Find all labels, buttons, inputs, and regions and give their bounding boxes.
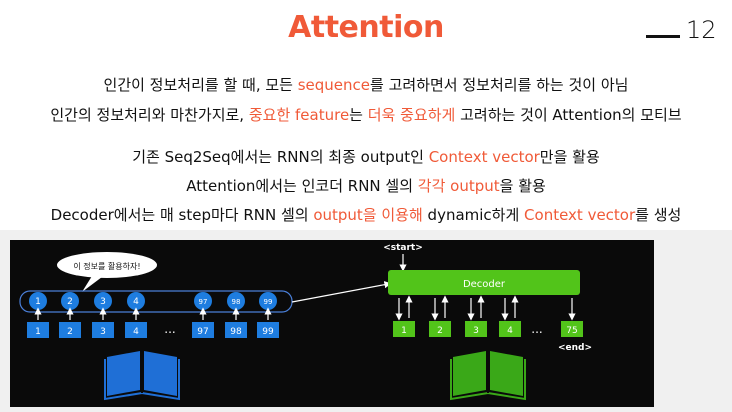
encoder-output-label: 2 — [67, 297, 73, 307]
body-text: 기존 Seq2Seq에서는 RNN의 최종 output인 — [132, 148, 429, 166]
decoder-block — [388, 270, 580, 295]
decoder-ellipsis: ... — [531, 322, 542, 336]
attention-diagram: 이 정보를 활용하자! 1 2 3 4 97 98 99 1 2 3 4 97 98 99 ... <s… — [10, 240, 654, 407]
text-line-3: 기존 Seq2Seq에서는 RNN의 최종 output인 Context ve… — [0, 146, 732, 167]
encoder-output-label: 97 — [199, 298, 208, 306]
encoder-input-label: 1 — [35, 327, 41, 337]
encoder-output-circle — [227, 292, 245, 310]
encoder-output-circle — [94, 292, 112, 310]
encoder-output-circle — [259, 292, 277, 310]
decoder-label: Decoder — [463, 279, 506, 290]
encoder-input-box — [59, 322, 81, 338]
decoder-output-label: 1 — [401, 326, 407, 336]
encoder-input-label: 3 — [100, 327, 106, 337]
encoder-input-label: 97 — [197, 327, 208, 337]
encoder-output-circle — [127, 292, 145, 310]
decoder-output-boxes: 1 2 3 4 75 — [393, 321, 583, 337]
start-token: <start> — [383, 243, 423, 253]
body-text: 고려하는 것이 Attention의 모티브 — [455, 106, 682, 124]
highlight-text: 중요한 feature — [248, 106, 350, 124]
attention-diagram-svg: 이 정보를 활용하자! 1 2 3 4 97 98 99 1 2 3 4 97 98 99 ... <s… — [19, 243, 592, 401]
highlight-text: sequence — [297, 76, 371, 94]
page-number-text: 12 — [686, 16, 717, 44]
body-text: 인간이 정보처리를 할 때, 모든 — [103, 76, 298, 94]
encoder-book-icon — [104, 350, 180, 401]
encoder-input-label: 98 — [230, 327, 242, 337]
encoder-input-boxes: 1 2 3 4 97 98 99 — [27, 322, 279, 338]
body-text: Decoder에서는 매 step마다 RNN 셀의 — [50, 206, 314, 224]
encoder-ellipsis: ... — [164, 322, 175, 336]
decoder-output-box — [561, 321, 583, 337]
body-text: 을 활용 — [499, 177, 546, 195]
end-token: <end> — [558, 343, 592, 353]
encoder-input-label: 2 — [67, 327, 73, 337]
highlight-text: Context vector — [428, 148, 540, 166]
encoder-input-box — [92, 322, 114, 338]
text-line-5: Decoder에서는 매 step마다 RNN 셀의 output을 이용해 d… — [0, 204, 732, 225]
body-text: 인간의 정보처리와 마찬가지로, — [50, 106, 249, 124]
page-number-bar — [646, 35, 680, 38]
encoder-arrows — [34, 307, 272, 320]
decoder-output-label: 2 — [437, 326, 443, 336]
highlight-text: Context vector — [524, 206, 636, 224]
decoder-output-label: 75 — [566, 326, 577, 336]
decoder-output-box — [499, 321, 521, 337]
encoder-output-label: 3 — [100, 297, 106, 307]
decoder-output-box — [465, 321, 487, 337]
body-text: dynamic하게 — [422, 206, 525, 224]
speech-bubble-text: 이 정보를 활용하자! — [73, 261, 140, 271]
body-text: 를 생성 — [635, 206, 682, 224]
encoder-output-circle — [61, 292, 79, 310]
highlight-text: output을 이용해 — [313, 206, 423, 224]
decoder-output-label: 4 — [507, 326, 513, 336]
encoder-input-box — [192, 322, 214, 338]
speech-bubble: 이 정보를 활용하자! — [57, 252, 157, 292]
decoder-book-icon — [450, 350, 526, 401]
highlight-text: 각각 output — [417, 177, 500, 195]
encoder-output-label: 4 — [133, 297, 139, 307]
encoder-output-circles: 1 2 3 4 97 98 99 — [29, 292, 277, 310]
encoder-input-box — [125, 322, 147, 338]
encoder-output-label: 98 — [232, 298, 241, 306]
body-text: Attention에서는 인코더 RNN 셀의 — [186, 177, 418, 195]
text-line-4: Attention에서는 인코더 RNN 셀의 각각 output을 활용 — [0, 175, 732, 196]
body-text: 를 고려하면서 정보처리를 하는 것이 아님 — [370, 76, 629, 94]
page-number: 12 — [646, 18, 717, 42]
encoder-output-circle — [29, 292, 47, 310]
text-line-1: 인간이 정보처리를 할 때, 모든 sequence를 고려하면서 정보처리를 … — [0, 74, 732, 95]
text-line-2: 인간의 정보처리와 마찬가지로, 중요한 feature는 더욱 중요하게 고려… — [0, 104, 732, 125]
encoder-input-label: 4 — [133, 327, 139, 337]
encoder-output-label: 99 — [264, 298, 273, 306]
decoder-output-label: 3 — [473, 326, 479, 336]
decoder-output-box — [393, 321, 415, 337]
encoder-output-circle — [194, 292, 212, 310]
attention-arrow — [291, 281, 392, 303]
encoder-input-box — [225, 322, 247, 338]
encoder-outputs-container — [19, 290, 293, 313]
decoder-output-box — [429, 321, 451, 337]
body-text: 는 — [349, 106, 368, 124]
body-text: 만을 활용 — [539, 148, 600, 166]
encoder-input-box — [27, 322, 49, 338]
encoder-output-label: 1 — [35, 297, 41, 307]
encoder-input-label: 99 — [262, 327, 274, 337]
highlight-text: 더욱 중요하게 — [367, 106, 456, 124]
decoder-arrows — [395, 295, 576, 321]
slide-title: Attention — [288, 10, 444, 45]
encoder-input-box — [257, 322, 279, 338]
